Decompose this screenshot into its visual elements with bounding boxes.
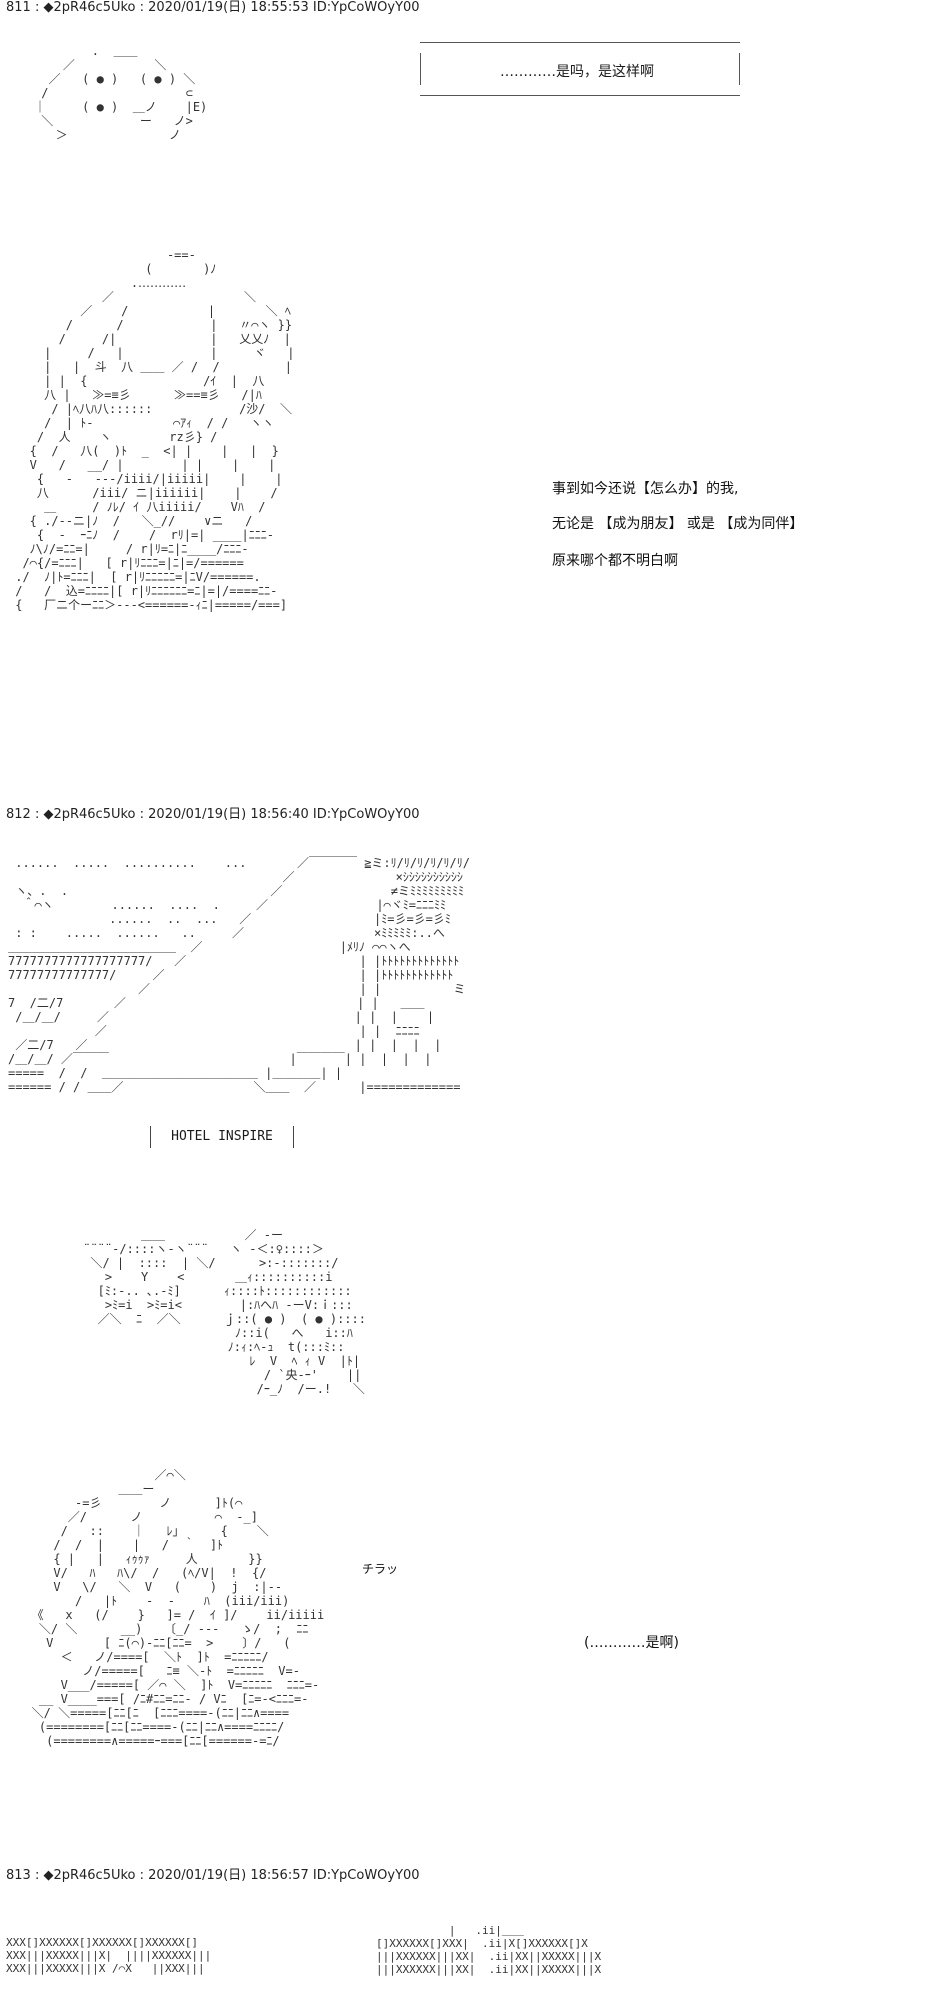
ascii-art-blob-character: . ＿＿ ／ ＼ ／ ( ● ) ( ● ) ＼ / ⊂ ｜ ( ● ) ＿ノ …	[34, 44, 208, 142]
sfx-text: チラッ	[362, 1562, 399, 1576]
narration-line-1: 事到如今还说【怎么办】的我,	[552, 481, 739, 497]
speech-bubble-text: …………是吗，是这样啊	[500, 64, 654, 80]
bubble-left-edge	[420, 53, 431, 85]
post-header-813: 813 : ◆2pR46c5Uko : 2020/01/19(日) 18:56:…	[6, 1868, 420, 1883]
ascii-art-small-characters: ＿＿ ／ ‐ー ¨¨¨¨-/::::ヽ-ヽ¨¨¨ ヽ ‐＜:♀::::＞ ＼/ …	[83, 1228, 366, 1396]
narration-line-2: 无论是 【成为朋友】 或是 【成为同伴】	[552, 516, 804, 532]
ascii-art-hotel-building: ...... ..... .......... ... ／￣￣￣￣ ≧ミ:ﾘ/ﾘ…	[8, 856, 471, 1094]
post-header-812: 812 : ◆2pR46c5Uko : 2020/01/19(日) 18:56:…	[6, 807, 420, 822]
speech-bubble: …………是吗，是这样啊	[420, 42, 740, 96]
bubble-right-edge	[729, 53, 740, 85]
hotel-sign: HOTEL INSPIRE	[150, 1126, 294, 1148]
ascii-art-pattern-left: XXX[]XXXXXX[]XXXXXX[]XXXXXX[] XXX|||XXXX…	[6, 1936, 212, 1975]
ascii-art-pattern-right: | .ii|＿＿ []XXXXXX[]XXX| .ii|X[]XXXXXX[]X…	[376, 1924, 602, 1976]
narration-line-3: 原来哪个都不明白啊	[552, 553, 678, 569]
post-header-811: 811 : ◆2pR46c5Uko : 2020/01/19(日) 18:55:…	[6, 0, 420, 15]
ascii-art-hooded-character: -==- ( )ﾉ .‥‥‥‥‥‥ ／ ＼ ／ / | ＼ ﾍ / / | 〃⌒…	[15, 248, 295, 612]
reply-text: (…………是啊)	[584, 1635, 679, 1651]
ascii-art-peeking-character: ／⌒＼ ＿＿ー -=彡 ノ ]ﾄ(⌒ ／/ ノ ⌒ -_] / :: ｜ ﾚ」 …	[31, 1468, 325, 1748]
